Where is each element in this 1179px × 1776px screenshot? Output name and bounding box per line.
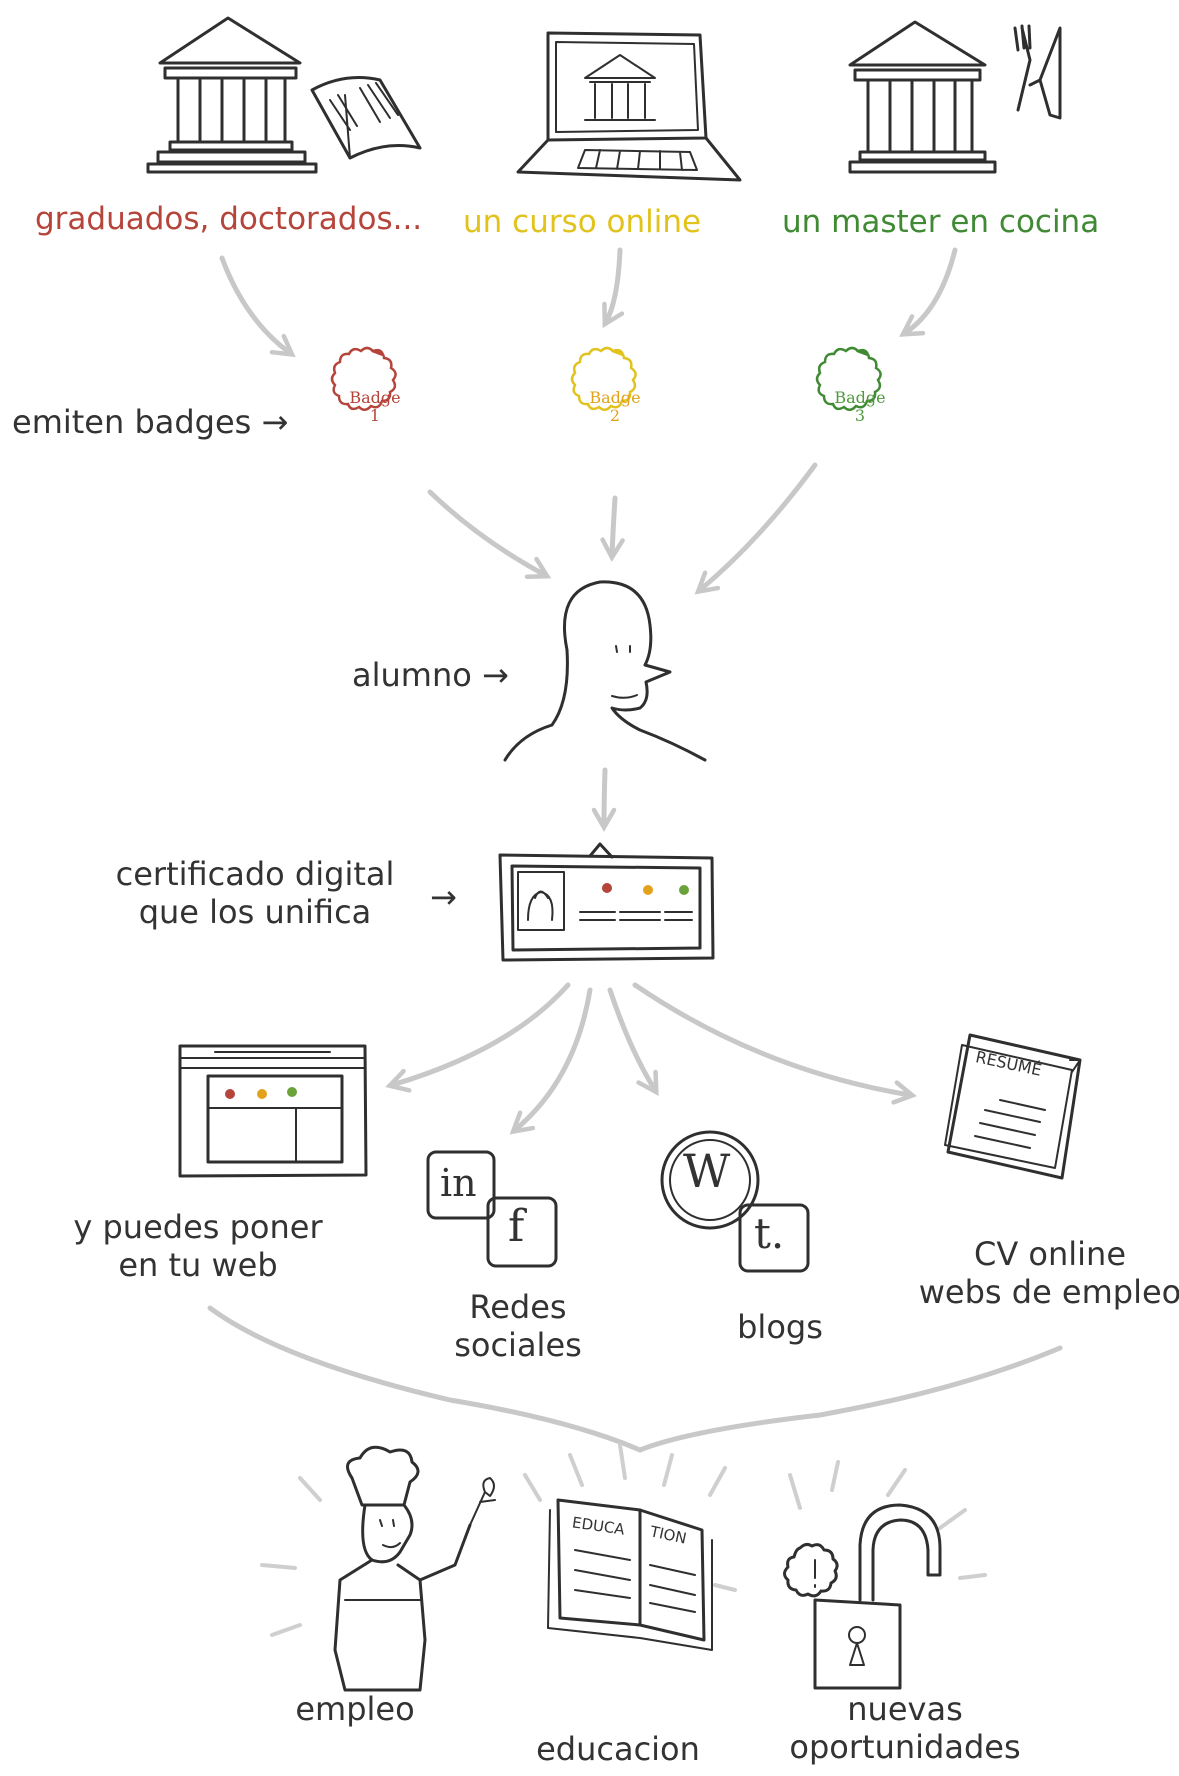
arrow-right-icon: → — [430, 878, 457, 916]
badge-3-seal — [815, 346, 882, 411]
open-padlock-icon — [783, 1503, 942, 1690]
social-label: Redes sociales — [454, 1288, 582, 1364]
open-book-icon — [547, 1498, 713, 1651]
education-label: educacion — [536, 1730, 700, 1768]
arrow-right-icon: → — [481, 656, 509, 694]
badge-2-title: Badge — [589, 388, 641, 407]
wordpress-icon — [660, 1130, 760, 1230]
social-label-line1: Redes — [469, 1288, 567, 1326]
facebook-letter: f — [508, 1201, 525, 1252]
badge-1-number: 1 — [369, 406, 381, 425]
badge-3-number: 3 — [854, 406, 866, 425]
badge-1-title: Badge — [349, 388, 401, 407]
badge-3-title: Badge — [834, 388, 886, 407]
student-label: alumno → — [352, 656, 509, 694]
certificate-label-line1: certificado digital — [115, 855, 395, 893]
facebook-icon — [486, 1196, 558, 1268]
emit-badges-text: emiten badges — [12, 403, 252, 441]
opportunities-label-line1: nuevas — [847, 1690, 963, 1728]
university-with-book-icon — [146, 16, 422, 174]
certificate-label: certificado digital que los unifica — [116, 855, 395, 931]
wordpress-letter: W — [683, 1144, 731, 1198]
social-label-line2: sociales — [454, 1326, 582, 1364]
badge-2-text: Badge 2 — [589, 389, 640, 425]
blogs-label: blogs — [737, 1308, 823, 1346]
cv-label-line2: webs de empleo — [918, 1273, 1179, 1311]
digital-certificate-card — [498, 842, 715, 962]
linkedin-icon — [426, 1150, 496, 1220]
badge-2-seal — [570, 346, 637, 411]
linkedin-letters: in — [440, 1161, 477, 1205]
laptop-university-icon — [516, 31, 742, 182]
web-browser-icon — [178, 1044, 368, 1178]
web-label: y puedes poner en tu web — [73, 1208, 322, 1284]
opportunities-label-line2: oportunidades — [789, 1728, 1021, 1766]
badge-1-text: Badge 1 — [349, 389, 400, 425]
resume-document-icon — [944, 1033, 1082, 1180]
emit-badges-label: emiten badges → — [12, 403, 288, 441]
student-figure — [503, 580, 707, 762]
cv-label-line1: CV online — [973, 1235, 1127, 1273]
arrow-right-icon: → — [261, 403, 289, 441]
student-label-text: alumno — [352, 656, 472, 694]
tumblr-letters: t. — [754, 1209, 785, 1258]
source-label-graduates: graduados, doctorados... — [35, 201, 423, 237]
badge-2-number: 2 — [609, 406, 621, 425]
chef-icon — [333, 1445, 496, 1692]
badge-1-seal — [330, 346, 397, 411]
opportunities-label: nuevas oportunidades — [789, 1690, 1020, 1766]
web-label-line2: en tu web — [118, 1246, 278, 1284]
source-label-cooking-master: un master en cocina — [782, 204, 1100, 240]
employment-label: empleo — [295, 1690, 415, 1728]
web-label-line1: y puedes poner — [73, 1208, 323, 1246]
cv-label: CV online webs de empleo — [919, 1235, 1179, 1311]
university-with-utensils-icon — [848, 20, 1062, 174]
source-label-online-course: un curso online — [463, 204, 702, 240]
tumblr-icon — [738, 1203, 810, 1273]
certificate-label-line2: que los unifica — [138, 893, 372, 931]
badge-3-text: Badge 3 — [834, 389, 885, 425]
